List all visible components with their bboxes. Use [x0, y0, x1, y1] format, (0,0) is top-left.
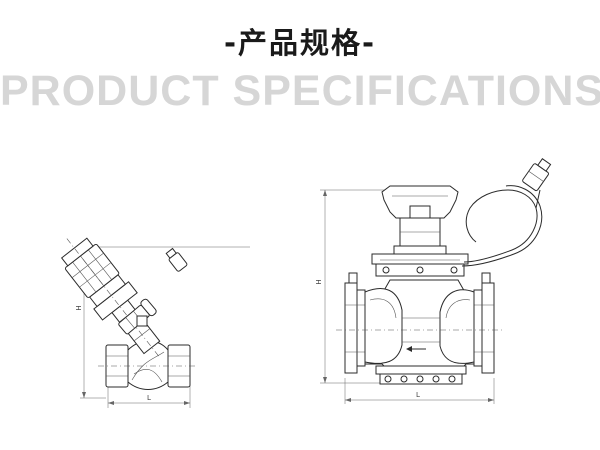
section-title: -产品规格- [223, 26, 377, 60]
height-label-right: H [315, 279, 323, 284]
flanged-valve-drawing: H L [315, 158, 552, 404]
length-label-left: L [147, 394, 151, 402]
threaded-valve-drawing: H L [60, 237, 250, 408]
height-label-left: H [75, 305, 83, 310]
section-subtitle: PRODUCT SPECIFICATIONS [0, 67, 600, 115]
length-label-right: L [416, 391, 420, 399]
